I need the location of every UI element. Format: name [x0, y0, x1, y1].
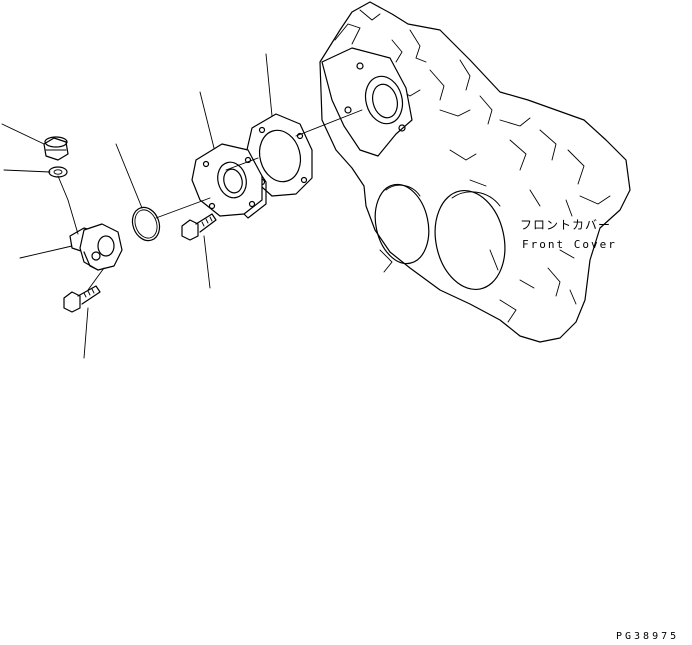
assembly-axis-lines: [57, 109, 363, 291]
bolt-lower: [63, 285, 101, 313]
front-cover-label-english: Front Cover: [522, 238, 617, 251]
front-cover-label-japanese: フロントカバー: [520, 218, 612, 232]
o-ring: [131, 206, 161, 242]
washer: [48, 166, 68, 178]
drawing-reference-code: PG38975: [616, 631, 680, 642]
bolt-center: [181, 213, 217, 241]
leader-lines: [1, 53, 273, 359]
gasket: [245, 113, 313, 197]
cap: [43, 136, 69, 161]
front-cover-housing: [319, 1, 631, 343]
elbow-fitting: [69, 223, 123, 271]
